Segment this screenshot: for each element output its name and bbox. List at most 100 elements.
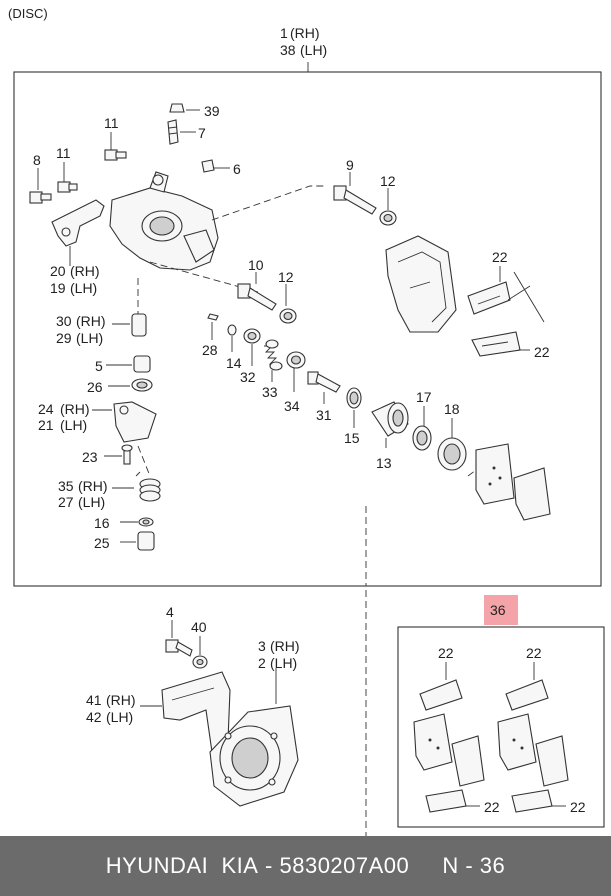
return-spring [135,471,161,502]
callout-29-side: (LH) [76,330,103,346]
callout-21-side: (LH) [60,417,87,433]
callout-13[interactable]: 13 [376,455,392,471]
callout-28[interactable]: 28 [202,342,218,358]
callout-15[interactable]: 15 [344,430,360,446]
bolt-6 [201,159,215,173]
callout-14[interactable]: 14 [226,355,242,371]
callout-35[interactable]: 35 [58,478,74,494]
callout-22-lower[interactable]: 22 [534,344,550,360]
callout-18[interactable]: 18 [444,401,460,417]
callout-25[interactable]: 25 [94,535,110,551]
brake-pad-inner [475,443,515,505]
washer-40 [192,655,208,669]
callout-27[interactable]: 27 [58,494,74,510]
pad-kit-frame [397,626,605,828]
callout-16[interactable]: 16 [94,515,110,531]
callout-31[interactable]: 31 [316,407,332,423]
kit-clip-left-top [419,679,463,711]
callout-22-kit-right-bottom[interactable]: 22 [570,799,586,815]
callout-24-side: (RH) [60,401,90,417]
callout-1-side: (RH) [290,25,320,41]
brake-caliper-diagram: (DISC) 1 (RH) 38 (LH) 39 7 11 6 [8,6,605,836]
callout-22-kit-right-top[interactable]: 22 [526,645,542,661]
caliper-assembly-frame [13,71,602,587]
guide-pin-9 [333,185,377,215]
callout-23[interactable]: 23 [82,449,98,465]
callout-22-kit-left-top[interactable]: 22 [438,645,454,661]
callout-8[interactable]: 8 [33,152,41,168]
bleeder-screw [167,119,179,145]
callout-35-side: (RH) [78,478,108,494]
callout-42[interactable]: 42 [86,709,102,725]
callout-26[interactable]: 26 [87,379,103,395]
callout-40[interactable]: 40 [191,619,207,635]
callout-5[interactable]: 5 [95,358,103,374]
kit-pad-right-inner [497,713,537,771]
callout-2[interactable]: 2 [258,655,266,671]
callout-6[interactable]: 6 [233,161,241,177]
footer-gap [409,853,442,879]
brake-pad-outer [513,467,551,521]
washer-16 [138,517,154,527]
footer-page: N - 36 [442,853,506,878]
callout-7[interactable]: 7 [198,125,206,141]
pad-kit-highlight [484,595,518,625]
callout-12-lower[interactable]: 12 [278,269,294,285]
kit-clip-left-bottom [425,789,467,813]
boot-12-lower [279,308,297,324]
kit-pad-left-outer [451,735,485,787]
callout-1[interactable]: 1 [280,25,288,41]
callout-9[interactable]: 9 [346,157,354,173]
callout-22-kit-left-bottom[interactable]: 22 [484,799,500,815]
guide-pin-10 [237,283,277,311]
kit-clip-right-top [505,679,549,711]
callout-20-side: (RH) [70,263,100,279]
boot-12-upper [379,210,397,226]
callout-34[interactable]: 34 [284,398,300,414]
callout-39[interactable]: 39 [204,103,220,119]
bolt-23 [121,444,133,465]
callout-22-upper[interactable]: 22 [492,249,508,265]
callout-4[interactable]: 4 [166,604,174,620]
callout-41-side: (RH) [106,692,136,708]
callout-20[interactable]: 20 [50,263,66,279]
kit-clip-right-bottom [511,789,553,813]
caliper-housing [109,171,219,271]
callout-38[interactable]: 38 [280,42,296,58]
callout-30[interactable]: 30 [56,313,72,329]
spring-33 [264,339,283,371]
callout-19[interactable]: 19 [50,280,66,296]
parking-lever [113,401,157,443]
pad-clip-lower [471,331,521,357]
callout-27-side: (LH) [78,494,105,510]
callout-11-left[interactable]: 11 [56,145,71,161]
callout-30-side: (RH) [76,313,106,329]
snap-ring-15 [346,387,362,409]
callout-21[interactable]: 21 [38,417,54,433]
footer-bar: HYUNDAI KIA - 5830207A00 N - 36 [0,836,611,896]
kit-pad-right-outer [535,735,569,787]
boot-18 [437,437,467,471]
washer-34 [286,351,306,369]
bolt-8 [29,191,52,204]
callout-29[interactable]: 29 [56,330,72,346]
callout-17[interactable]: 17 [416,389,432,405]
callout-24[interactable]: 24 [38,401,54,417]
callout-12-upper[interactable]: 12 [380,173,396,189]
callout-3[interactable]: 3 [258,638,266,654]
callout-10[interactable]: 10 [248,257,264,273]
sleeve-25 [137,531,155,551]
pin-28 [207,313,219,321]
seal-26 [131,378,153,392]
callout-36[interactable]: 36 [490,602,506,618]
footer-part-number: 5830207A00 [279,853,410,878]
mounting-bracket [161,671,231,753]
footer-brand: HYUNDAI KIA [105,853,259,878]
callout-33[interactable]: 33 [262,384,278,400]
variant-label: (DISC) [8,6,48,21]
bolt-11-left [57,181,78,193]
callout-41[interactable]: 41 [86,692,102,708]
parking-lever-bracket [51,199,105,247]
callout-32[interactable]: 32 [240,369,256,385]
callout-11-upper[interactable]: 11 [104,115,119,131]
